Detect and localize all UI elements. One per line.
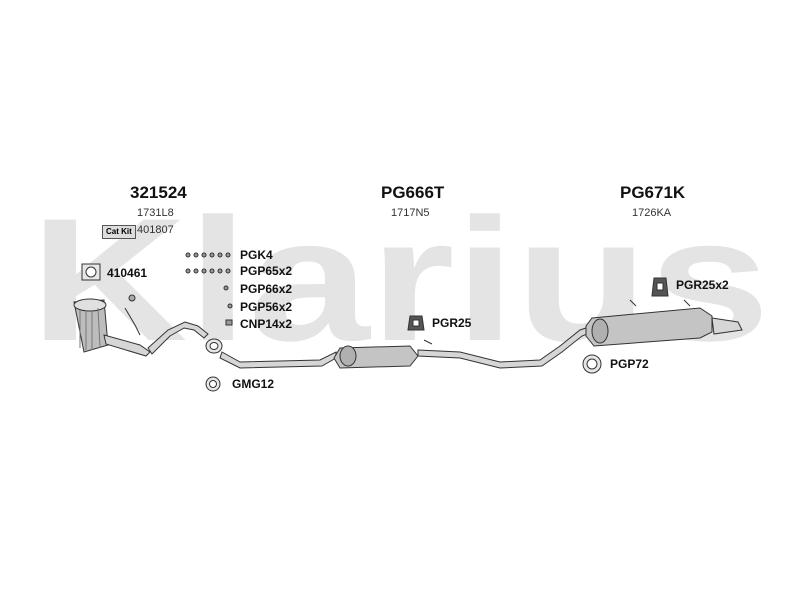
part-label-pgp56: PGP56x2 xyxy=(240,300,293,314)
middle-silencer xyxy=(333,345,419,369)
part-label-pgk4: PGK4 xyxy=(240,248,273,262)
rear-silencer xyxy=(585,299,743,347)
front-pipe xyxy=(124,294,209,355)
pgp72-ring-icon xyxy=(582,354,602,374)
catalytic-converter xyxy=(73,298,151,357)
pgr25-mount-icon xyxy=(407,315,425,331)
gmg12-ring-icon xyxy=(205,376,221,392)
assembly-code-2: PG666T xyxy=(381,183,445,202)
part-label-cnp14: CNP14x2 xyxy=(240,317,293,331)
part-label-410461: 410461 xyxy=(107,266,148,280)
pgr25x2-mount-icon xyxy=(651,277,669,297)
assembly-code-3: PG671K xyxy=(620,183,686,202)
part-label-pgp66: PGP66x2 xyxy=(240,282,293,296)
rear-pipe xyxy=(417,325,593,369)
part-label-gmg12: GMG12 xyxy=(232,377,275,391)
cat-kit-badge: Cat Kit xyxy=(102,225,136,239)
assembly-sub-1: 1731L8 xyxy=(137,207,174,219)
part-label-pgr25x2: PGR25x2 xyxy=(676,278,729,292)
gasket-410461-icon xyxy=(81,263,101,281)
assembly-sub-2: 1717N5 xyxy=(391,207,430,219)
part-label-pgp65: PGP65x2 xyxy=(240,264,293,278)
part-label-pgp72: PGP72 xyxy=(610,357,649,371)
intermediate-pipe xyxy=(219,351,337,369)
part-label-pgr25: PGR25 xyxy=(432,316,472,330)
bolt-icons xyxy=(185,252,233,326)
assembly-code-1: 321524 xyxy=(130,183,187,202)
assembly-sub-3: 1726KA xyxy=(632,207,672,219)
flange-ring xyxy=(205,338,223,354)
cat-kit-number: 401807 xyxy=(137,224,174,236)
